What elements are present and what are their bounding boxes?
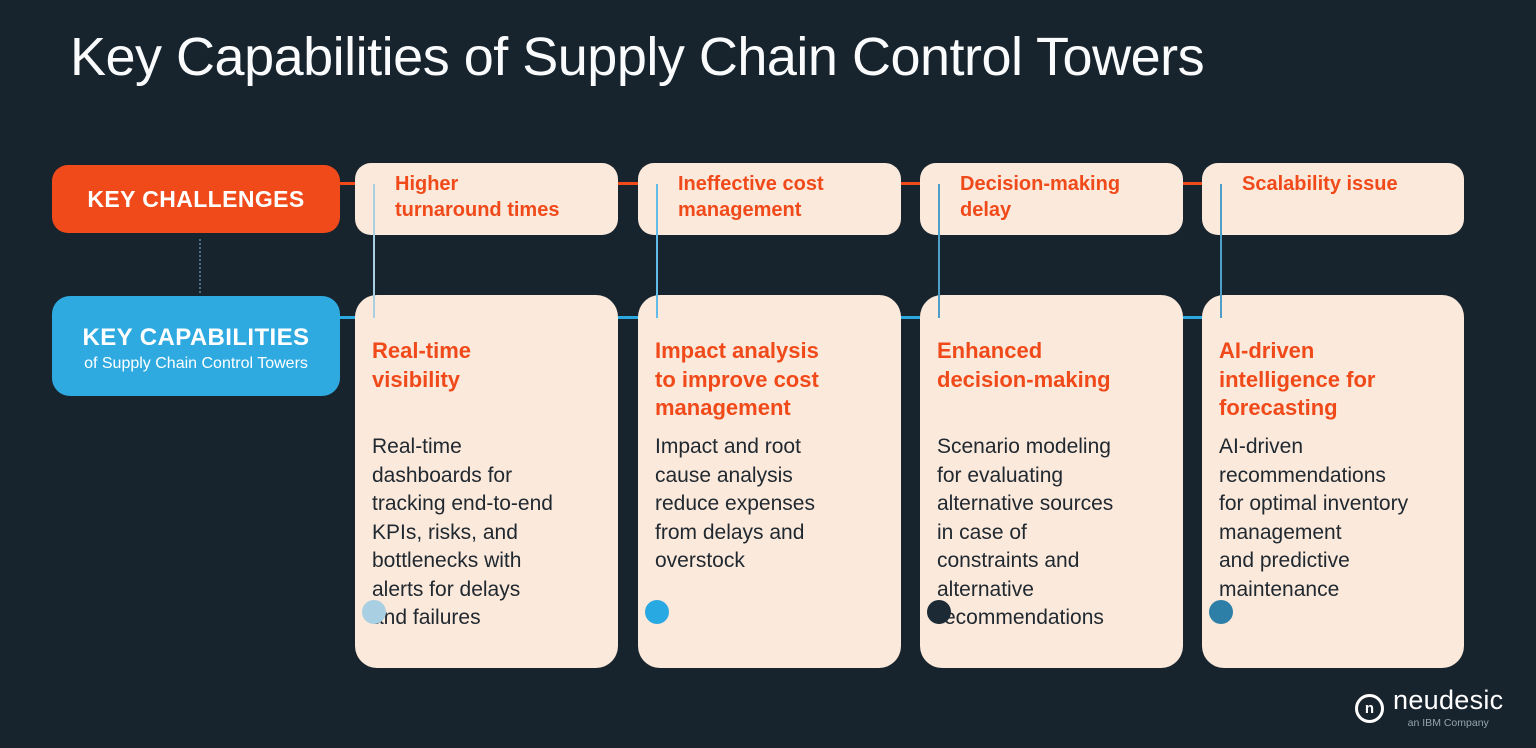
- capability-card: Real-time visibility Real-time dashboard…: [355, 295, 618, 668]
- challenge-card: Scalability issue: [1202, 163, 1464, 357]
- neudesic-logo: n neudesic an IBM Company: [1355, 687, 1503, 729]
- challenge-label: Scalability issue: [1242, 173, 1398, 195]
- logo-text-wrap: neudesic an IBM Company: [1393, 685, 1504, 730]
- capability-title: Enhanced decision-making: [937, 338, 1111, 392]
- connector-dot: [362, 600, 386, 624]
- challenge-card: Decision-making delay: [920, 163, 1183, 357]
- key-challenges-badge: KEY CHALLENGES: [52, 165, 340, 233]
- challenge-label: Higher turnaround times: [395, 173, 560, 221]
- capability-connector-line: [901, 316, 920, 319]
- challenge-card: Higher turnaround times: [355, 163, 618, 357]
- capability-connector-line: [618, 316, 638, 319]
- column-real-time-visibility: Higher turnaround times Real-time visibi…: [355, 0, 618, 748]
- challenge-card: Ineffective cost management: [638, 163, 901, 357]
- capability-card: AI-driven intelligence for forecasting A…: [1202, 295, 1464, 668]
- neudesic-n-letter: n: [1364, 700, 1375, 717]
- key-capabilities-badge: KEY CAPABILITIES of Supply Chain Control…: [52, 296, 340, 396]
- capability-card: Enhanced decision-making Scenario modeli…: [920, 295, 1183, 668]
- capability-title: AI-driven intelligence for forecasting: [1219, 338, 1376, 420]
- capability-connector-line: [1183, 316, 1203, 319]
- logo-brand-text: neudesic: [1393, 685, 1504, 715]
- challenge-connector-line: [618, 182, 638, 185]
- challenge-capability-connector-line: [938, 184, 940, 318]
- capability-body: Scenario modeling for evaluating alterna…: [937, 435, 1114, 629]
- connector-dot: [927, 600, 951, 624]
- neudesic-n-circle-icon: n: [1355, 693, 1384, 723]
- badge-dotted-connector-line: [199, 239, 201, 293]
- challenge-label: Decision-making delay: [960, 173, 1121, 221]
- challenge-capability-connector-line: [373, 184, 375, 318]
- capability-body: Impact and root cause analysis reduce ex…: [655, 435, 815, 572]
- key-capabilities-sublabel: of Supply Chain Control Towers: [84, 354, 308, 372]
- connector-dot: [645, 600, 669, 624]
- challenge-capability-connector-line: [656, 184, 658, 318]
- page-title: Key Capabilities of Supply Chain Control…: [70, 27, 1205, 87]
- challenge-connector-line: [901, 182, 920, 185]
- capability-connector-line: [340, 316, 356, 319]
- capability-title: Impact analysis to improve cost manageme…: [655, 338, 819, 420]
- challenge-connector-line: [1183, 182, 1203, 185]
- capability-body: AI-driven recommendations for optimal in…: [1219, 435, 1409, 601]
- key-challenges-label: KEY CHALLENGES: [87, 185, 305, 212]
- connector-dot: [1209, 600, 1233, 624]
- challenge-connector-line: [340, 182, 356, 185]
- column-enhanced-decision-making: Decision-making delay Enhanced decision-…: [920, 0, 1183, 748]
- capability-card: Impact analysis to improve cost manageme…: [638, 295, 901, 668]
- challenge-capability-connector-line: [1220, 184, 1222, 318]
- column-impact-analysis: Ineffective cost management Impact analy…: [638, 0, 901, 748]
- key-capabilities-label: KEY CAPABILITIES: [82, 324, 310, 352]
- capability-body: Real-time dashboards for tracking end-to…: [372, 435, 553, 629]
- logo-tagline-text: an IBM Company: [1407, 717, 1489, 729]
- column-ai-driven-intelligence: Scalability issue AI-driven intelligence…: [1202, 0, 1464, 748]
- challenge-label: Ineffective cost management: [678, 173, 824, 221]
- capability-title: Real-time visibility: [372, 338, 472, 392]
